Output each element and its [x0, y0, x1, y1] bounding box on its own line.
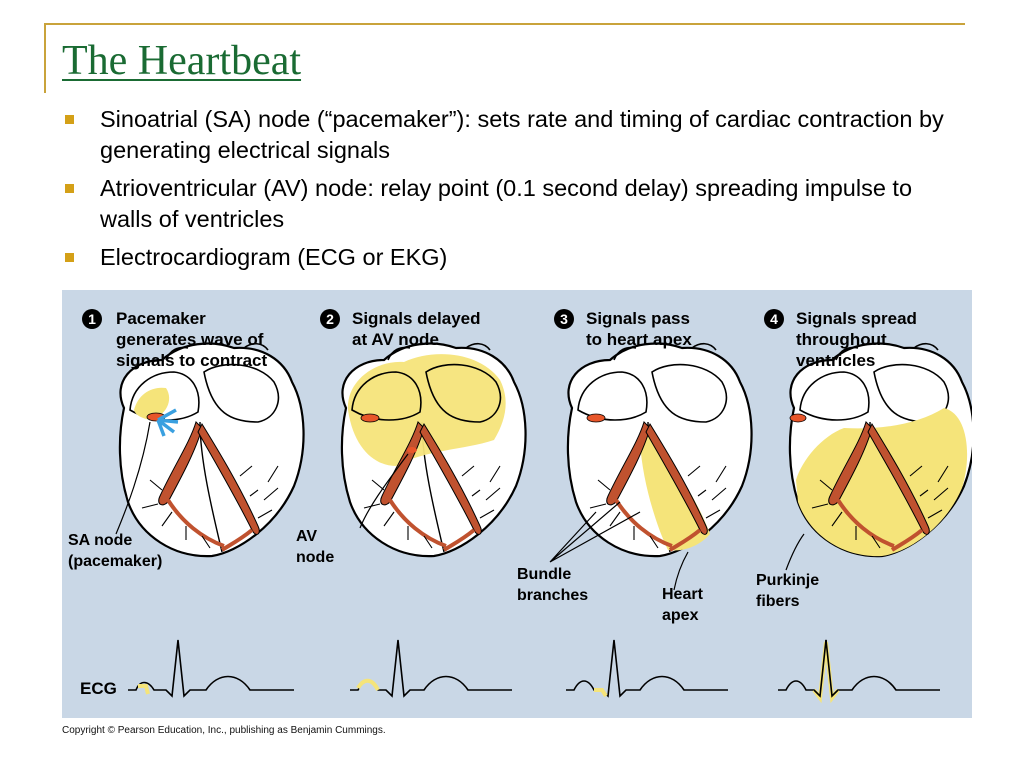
heart-apex-label: Heart apex: [662, 586, 703, 624]
panel-title: Signals pass to heart apex: [586, 309, 692, 349]
bullet-item: Sinoatrial (SA) node (“pacemaker”): sets…: [62, 104, 962, 166]
step-number-badge: 2: [320, 309, 340, 329]
panel-title: Signals spread throughout ventricles: [796, 309, 917, 370]
av-node-label: AV node: [296, 528, 335, 566]
step-number-badge: 4: [764, 309, 784, 329]
heart-illustrations: [115, 342, 972, 704]
title-frame-top-rule: [44, 23, 965, 25]
ecg-label: ECG: [80, 679, 117, 698]
heart-panel-2: [340, 342, 527, 558]
bullet-text: Sinoatrial (SA) node (“pacemaker”): sets…: [100, 106, 944, 163]
step-number-badge: 1: [82, 309, 102, 329]
slide-title: The Heartbeat: [62, 38, 302, 84]
bullet-text: Electrocardiogram (ECG or EKG): [100, 244, 448, 270]
copyright-notice: Copyright © Pearson Education, Inc., pub…: [62, 725, 386, 736]
bullet-text: Atrioventricular (AV) node: relay point …: [100, 175, 913, 232]
panel-title: Pacemaker generates wave of signals to c…: [116, 309, 268, 370]
square-bullet-icon: [65, 115, 74, 124]
heartbeat-figure: 1 Pacemaker generates wave of signals to…: [62, 290, 972, 718]
heart-panel-3: [549, 342, 753, 591]
step-number-badge: 3: [554, 309, 574, 329]
heart-panel-1: [115, 342, 305, 558]
square-bullet-icon: [65, 184, 74, 193]
panel-title: Signals delayed at AV node: [352, 309, 481, 349]
purkinje-fibers-label: Purkinje fibers: [756, 572, 820, 610]
bullet-list: Sinoatrial (SA) node (“pacemaker”): sets…: [62, 104, 962, 280]
square-bullet-icon: [65, 253, 74, 262]
title-frame-left-rule: [44, 23, 46, 93]
ecg-traces: [128, 639, 940, 704]
bullet-item: Atrioventricular (AV) node: relay point …: [62, 173, 962, 235]
sa-node-label: SA node (pacemaker): [68, 532, 163, 570]
bundle-branches-label: Bundle branches: [517, 566, 589, 604]
heart-panel-4: [785, 342, 972, 571]
bullet-item: Electrocardiogram (ECG or EKG): [62, 242, 962, 273]
